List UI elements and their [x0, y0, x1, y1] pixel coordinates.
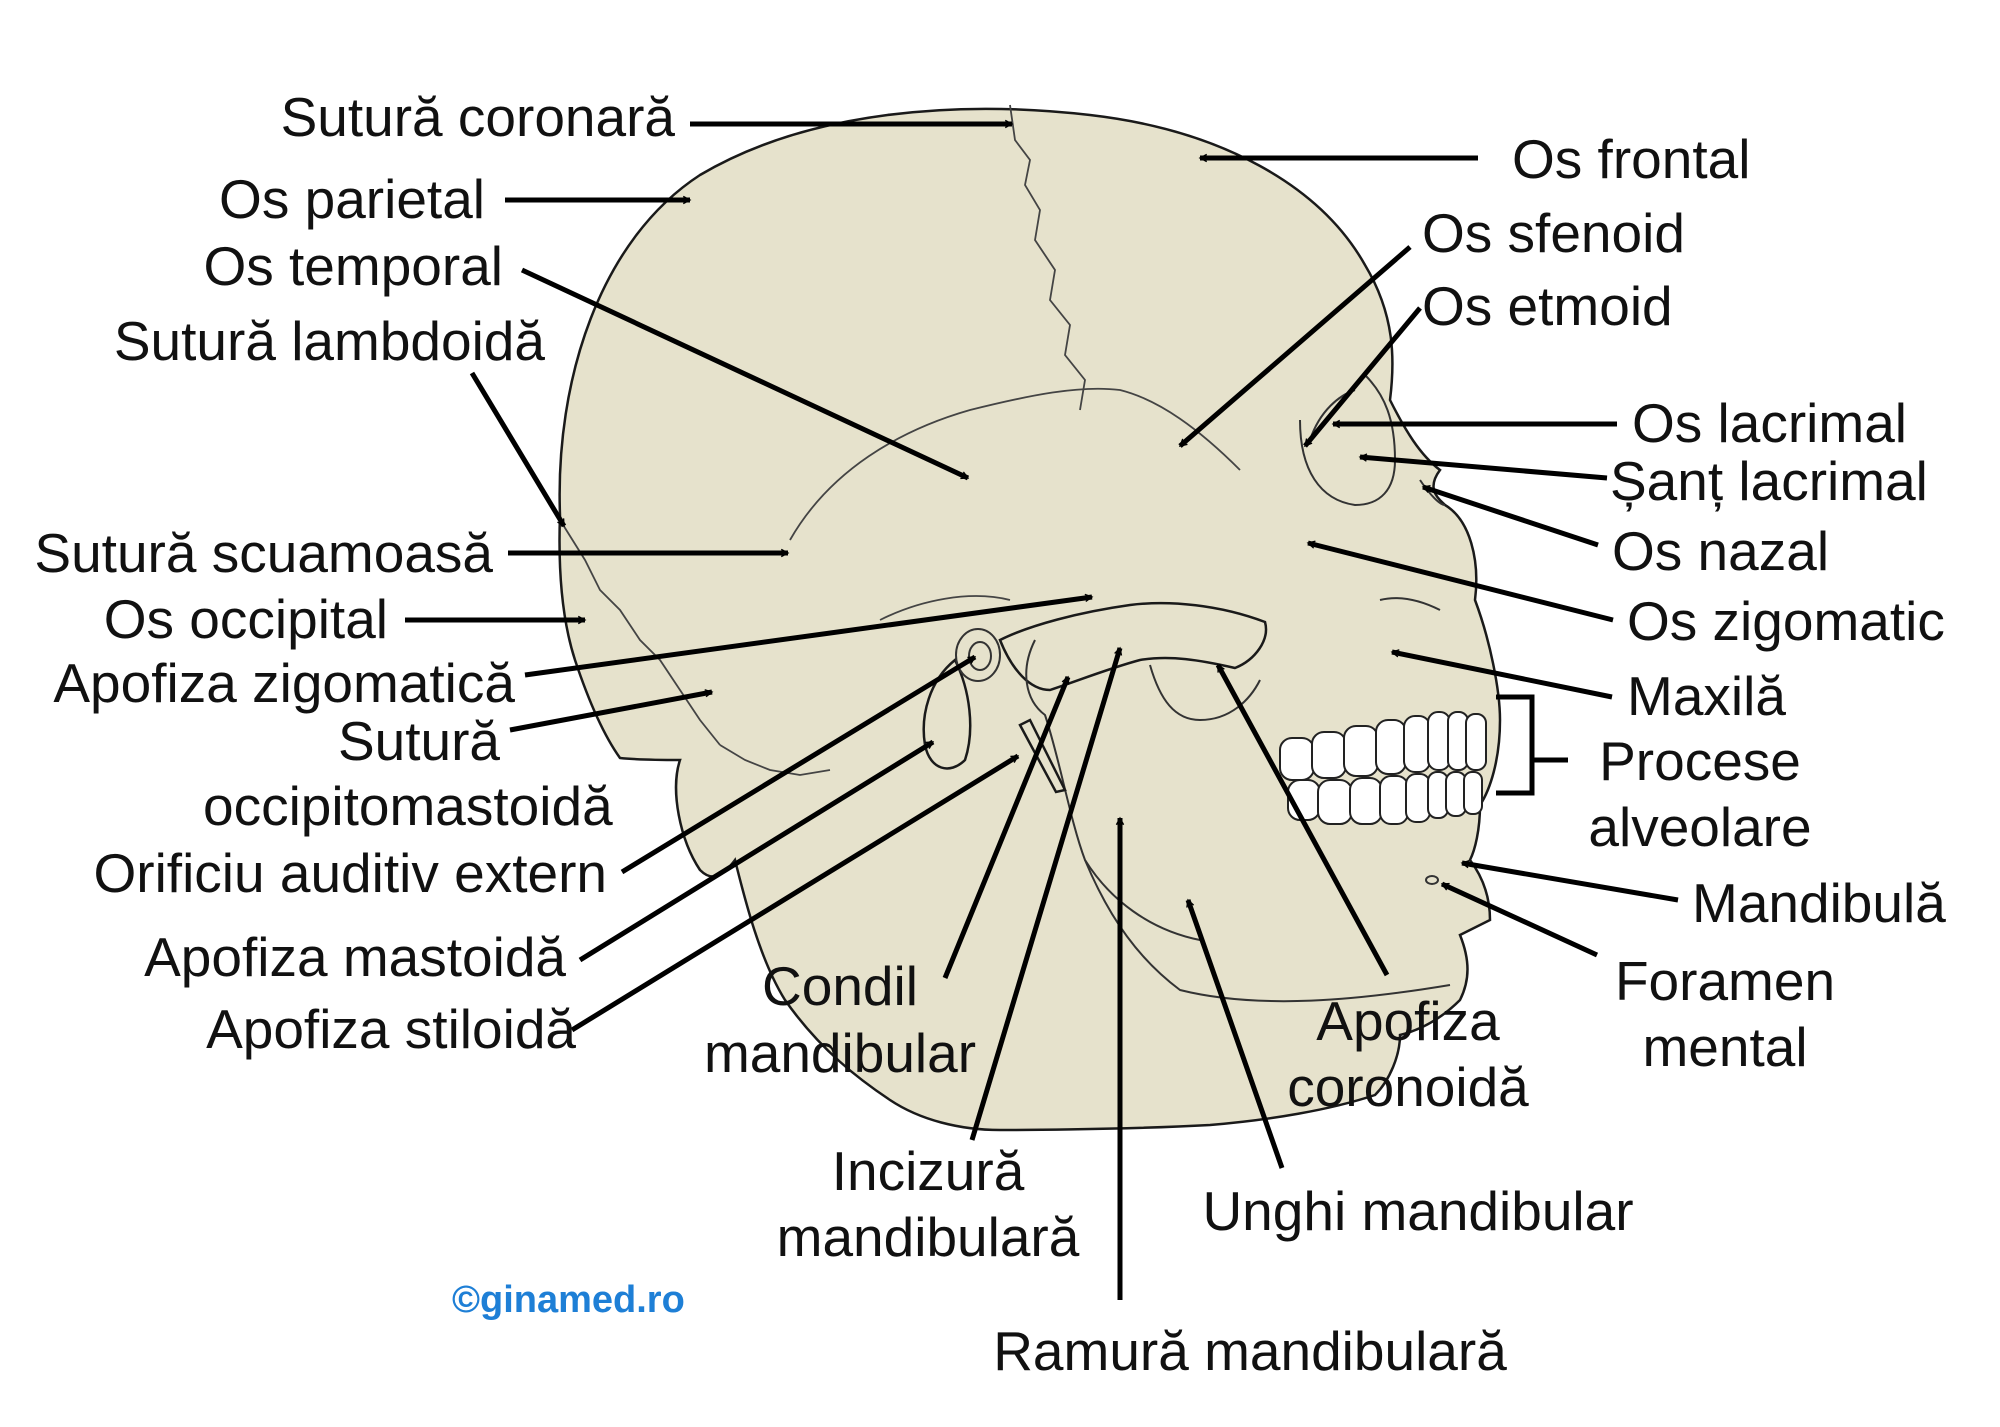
arrow-unghi [1185, 900, 1285, 1169]
occipitomastoid-suture-line [719, 744, 831, 776]
labels: Sutură coronară Os parietal Os temporal … [34, 86, 1946, 1382]
label-unghi: Unghi mandibular [1202, 1180, 1633, 1242]
tooth [1427, 711, 1451, 771]
label-condil-1: Condil [762, 955, 918, 1017]
tooth [1465, 713, 1487, 771]
mental-foramen-hole [1425, 875, 1439, 885]
tooth [1379, 775, 1409, 825]
label-os-lacrimal: Os lacrimal [1632, 392, 1907, 454]
temporal-squama-line [879, 595, 1011, 621]
label-sutura-coronara: Sutură coronară [281, 86, 676, 148]
zygomatic-arch [998, 601, 1268, 692]
label-os-zigomatic: Os zigomatic [1627, 590, 1945, 652]
mandible-outline [1025, 639, 1261, 941]
label-apofiza-stiloida: Apofiza stiloidă [206, 998, 576, 1060]
mastoid-process-shape [922, 658, 972, 770]
ear-canal-outer [955, 628, 1001, 682]
label-procese-1: Procese [1599, 730, 1801, 792]
tooth [1317, 779, 1353, 825]
label-procese-2: alveolare [1588, 796, 1811, 858]
arrow-incizura [969, 648, 1123, 1141]
arrow-os-sfenoid [1178, 245, 1412, 448]
arrow-sutura-occipitomastoida [509, 692, 712, 733]
label-mandibula: Mandibulă [1692, 872, 1946, 934]
arrow-sutura-lambdoida [469, 371, 567, 528]
label-sutura-occipitomastoida-1: Sutură [338, 710, 500, 772]
label-sutura-occipitomastoida-2: occipitomastoidă [203, 775, 613, 837]
label-sutura-lambdoida: Sutură lambdoidă [114, 310, 546, 372]
tooth [1463, 771, 1483, 815]
tooth [1405, 773, 1431, 823]
label-os-nazal: Os nazal [1612, 520, 1829, 582]
arrow-maxila [1392, 652, 1613, 700]
label-os-sfenoid: Os sfenoid [1422, 202, 1685, 264]
ear-canal-inner [968, 641, 992, 671]
arrow-condil [942, 677, 1071, 979]
mandible-lower-border [1084, 859, 1451, 1003]
label-orificiu-auditiv: Orificiu auditiv extern [93, 842, 607, 904]
label-apofiza-mastoida: Apofiza mastoidă [144, 926, 566, 988]
squamous-suture-line [789, 387, 1241, 541]
tooth [1343, 725, 1379, 777]
label-incizura-2: mandibulară [777, 1206, 1080, 1268]
arrow-foramen [1442, 881, 1599, 958]
leader-arrows [405, 124, 1679, 1300]
skull-illustration [558, 104, 1502, 1132]
nasal-region [1379, 479, 1446, 611]
arrow-apofiza-zigomatica [524, 597, 1092, 678]
styloid-process-shape [1018, 718, 1067, 794]
label-condil-2: mandibular [704, 1022, 976, 1084]
alveolar-bracket [1496, 694, 1568, 796]
label-os-temporal: Os temporal [203, 235, 503, 297]
arrow-apofiza-stiloida [570, 753, 1020, 1033]
label-sutura-scuamoasa: Sutură scuamoasă [34, 522, 493, 584]
label-os-etmoid: Os etmoid [1422, 275, 1673, 337]
arrow-orificiu-auditiv [620, 654, 977, 875]
arrow-os-etmoid [1303, 306, 1422, 448]
label-apofiza-zigomatica: Apofiza zigomatică [53, 652, 515, 714]
arrow-os-nazal [1423, 484, 1599, 548]
label-foramen-2: mental [1642, 1016, 1807, 1078]
label-maxila: Maxilă [1627, 665, 1786, 727]
label-foramen-1: Foramen [1615, 950, 1835, 1012]
coronal-suture-line [1009, 104, 1086, 411]
label-sant-lacrimal: Șanț lacrimal [1610, 450, 1928, 512]
arrow-sant-lacrimal [1360, 457, 1608, 481]
arrow-os-temporal [520, 267, 968, 481]
teeth [1279, 711, 1487, 825]
tooth [1403, 715, 1431, 773]
arrow-apofiza-mastoida [578, 739, 935, 963]
label-coronoida-2: coronoidă [1287, 1056, 1529, 1118]
cranium-outline [558, 107, 1502, 1132]
label-os-frontal: Os frontal [1512, 128, 1750, 190]
tooth [1279, 737, 1315, 781]
tooth [1311, 731, 1347, 779]
label-os-occipital: Os occipital [104, 588, 388, 650]
tooth [1349, 777, 1383, 825]
label-ramura: Ramură mandibulară [993, 1320, 1507, 1382]
credit-watermark: ©ginamed.ro [452, 1279, 685, 1321]
arrow-mandibula [1462, 863, 1679, 903]
tooth [1375, 719, 1407, 775]
label-incizura-1: Incizură [832, 1140, 1025, 1202]
label-os-parietal: Os parietal [219, 168, 485, 230]
arrow-coronoida [1215, 665, 1390, 977]
arrow-os-zigomatic [1308, 543, 1614, 623]
lambdoid-suture-line [559, 519, 721, 746]
label-coronoida-1: Apofiza [1316, 990, 1500, 1052]
